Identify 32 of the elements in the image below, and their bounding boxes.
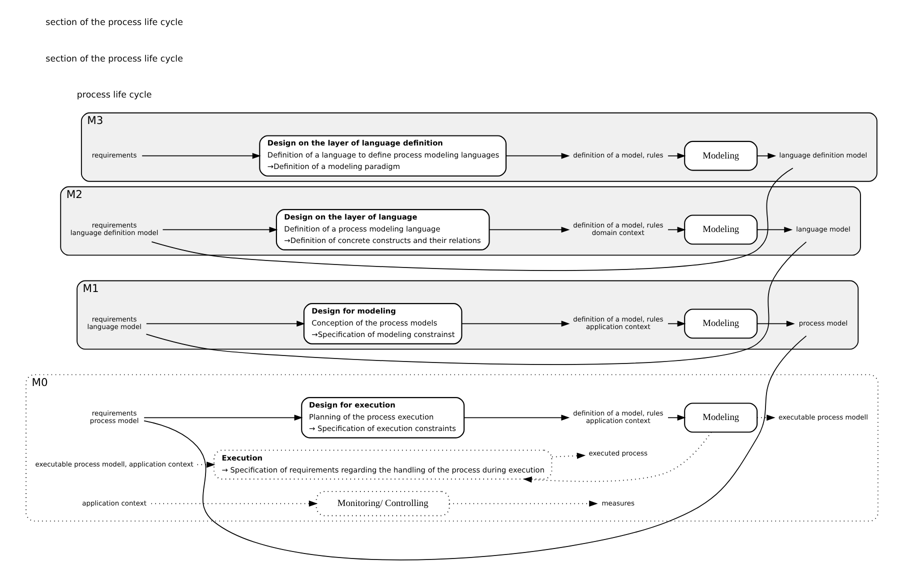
label: section of the process life cycle bbox=[45, 54, 182, 64]
arrow bbox=[667, 414, 686, 421]
arrow bbox=[756, 414, 775, 421]
node-box: Modeling bbox=[684, 308, 758, 339]
arrow bbox=[667, 320, 686, 327]
connector bbox=[150, 168, 793, 271]
arrow bbox=[146, 320, 305, 327]
arrow bbox=[756, 320, 794, 327]
connector bbox=[145, 242, 806, 365]
arrow bbox=[667, 152, 686, 159]
node-box: Modeling bbox=[684, 402, 758, 433]
arrow bbox=[756, 152, 776, 159]
label: section of the process life cycle bbox=[45, 18, 182, 28]
arrow bbox=[141, 152, 260, 159]
node-box: Modeling bbox=[684, 140, 758, 171]
arrow bbox=[196, 462, 215, 468]
arrow bbox=[143, 414, 302, 421]
arrow bbox=[522, 432, 712, 483]
arrow bbox=[463, 414, 570, 421]
arrow bbox=[460, 320, 570, 327]
arrow bbox=[756, 226, 792, 233]
arrow bbox=[162, 226, 278, 233]
arrow bbox=[505, 152, 570, 159]
arrow bbox=[150, 500, 318, 507]
arrow bbox=[667, 226, 686, 233]
node-box: Modeling bbox=[684, 214, 758, 245]
arrow bbox=[448, 500, 598, 507]
label: process life cycle bbox=[76, 90, 152, 101]
arrow bbox=[488, 226, 570, 233]
connector bbox=[143, 336, 806, 560]
node-box: Monitoring/ Controlling bbox=[315, 490, 450, 516]
arrow bbox=[551, 452, 586, 459]
